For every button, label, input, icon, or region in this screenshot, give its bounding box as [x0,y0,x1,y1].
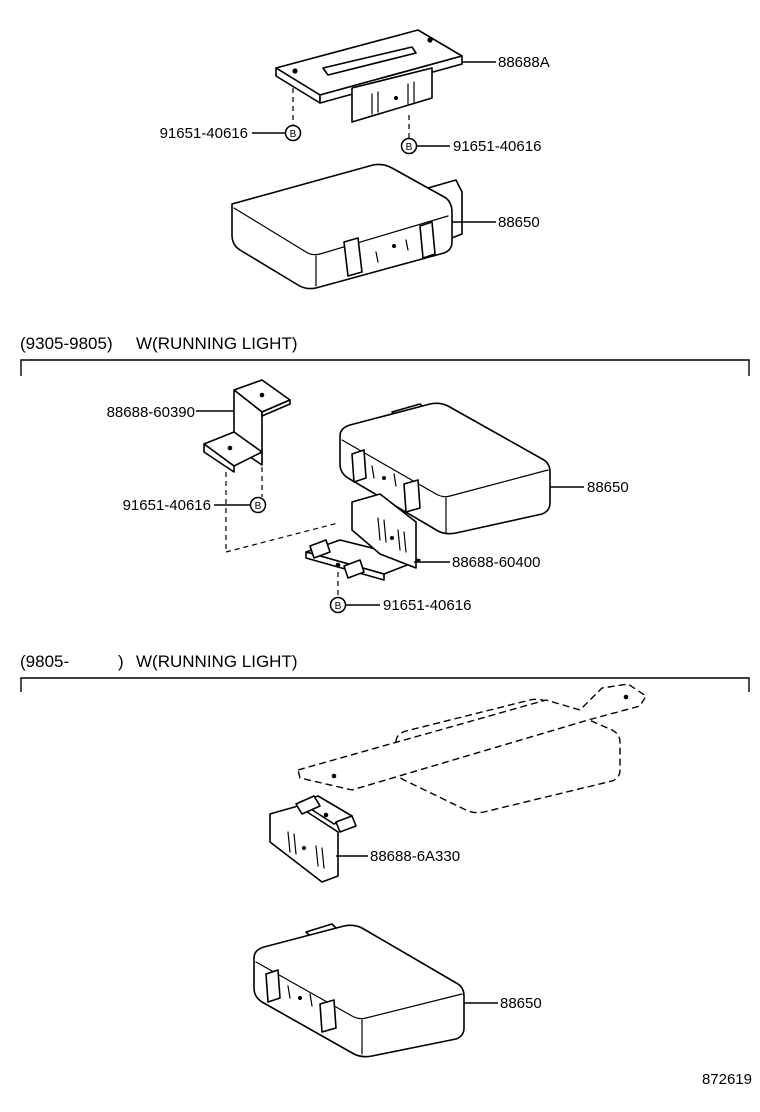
part-number-88650: 88650 [500,995,542,1012]
section-period-label: (9305-9805) [20,334,113,353]
part-number-88688a: 88688A [498,54,550,71]
bolt-marker-b: B [249,496,267,514]
part-number-88688-6a330: 88688-6A330 [370,848,460,865]
section-period-label: (9805- [20,652,69,671]
bracket-88688a-drawing [275,29,463,123]
part-number-bolt: 91651-40616 [160,125,248,142]
part-number-88650: 88650 [498,214,540,231]
ghost-module-outline [297,683,647,814]
section-3: (9805- ) W(RUNNING LIGHT) 88688-6A330 [20,652,750,1058]
section-period-close: ) [118,652,124,671]
svg-text:B: B [255,501,262,512]
part-number-bolt: 91651-40616 [123,497,211,514]
bolt-marker-b: B [400,137,418,155]
bracket-88688-6a330-drawing [269,795,357,883]
part-number-88650: 88650 [587,479,629,496]
module-88650-drawing [339,402,551,535]
section-2: (9305-9805) W(RUNNING LIGHT) 88688-60390… [20,334,750,614]
bolt-marker-b: B [284,124,302,142]
module-88650-drawing [231,163,463,290]
svg-text:B: B [335,601,342,612]
section-bracket [20,359,750,376]
module-88650-drawing [253,923,465,1058]
part-number-88688-60390: 88688-60390 [107,404,195,421]
svg-text:B: B [290,129,297,140]
bolt-marker-b: B [329,596,347,614]
svg-text:B: B [406,142,413,153]
section-variant-label: W(RUNNING LIGHT) [136,652,297,671]
part-number-bolt: 91651-40616 [383,597,471,614]
section-variant-label: W(RUNNING LIGHT) [136,334,297,353]
section-bracket [20,677,750,692]
section-1: 88688A B 91651-40616 B 91651-40616 88650 [160,29,550,290]
part-number-bolt: 91651-40616 [453,138,541,155]
bracket-88688-60390-drawing [203,379,291,473]
assembly-guide [225,522,339,553]
illustration-number: 872619 [702,1071,752,1088]
part-number-88688-60400: 88688-60400 [452,554,540,571]
bracket-88688-60400-drawing [305,493,421,581]
